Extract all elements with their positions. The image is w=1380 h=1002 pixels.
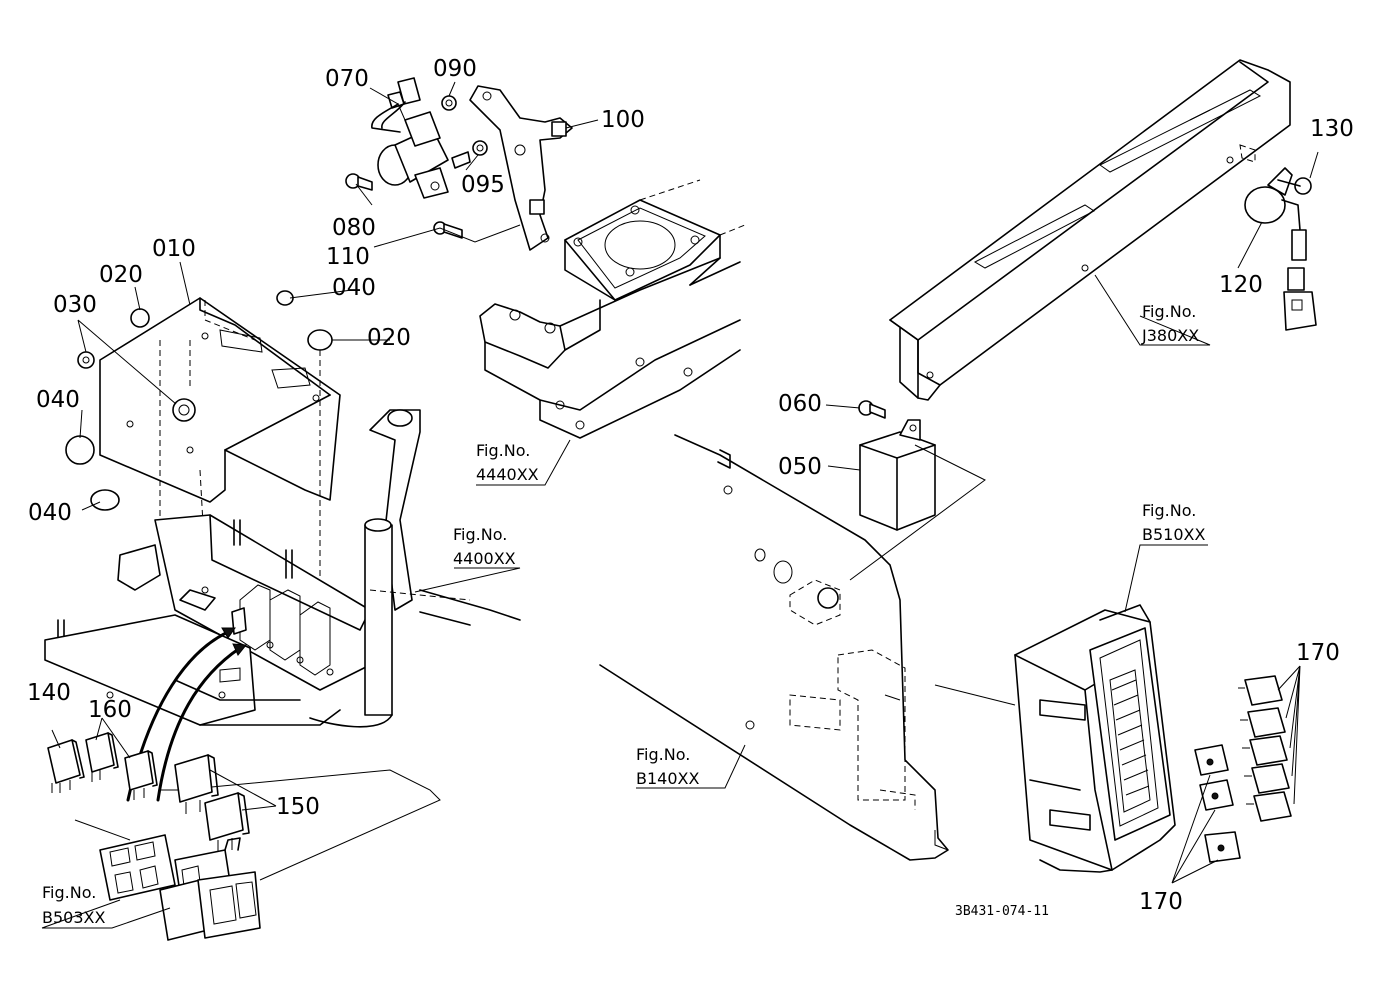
leader-lines <box>41 81 1319 929</box>
part-label: 160 <box>88 697 132 723</box>
frame-4440 <box>479 179 746 439</box>
part-label: 070 <box>325 66 369 92</box>
drawing-code: 3B431-074-11 <box>955 904 1049 919</box>
part-label: 050 <box>778 454 822 480</box>
part-label: 080 <box>332 215 376 241</box>
figure-ref-prefix: Fig.No. <box>1142 501 1196 520</box>
figure-ref-code: B510XX <box>1142 525 1205 544</box>
relays <box>47 732 250 852</box>
part-label: 140 <box>27 680 71 706</box>
figure-ref-prefix: Fig.No. <box>476 441 530 460</box>
channel-j380 <box>889 59 1317 401</box>
bracket-100 <box>433 85 573 251</box>
socket-blocks <box>99 834 261 941</box>
part-labels: 070 090 100 095 080 110 010 020 040 020 … <box>27 56 1354 915</box>
part-label: 060 <box>778 391 822 417</box>
figure-ref-code: B140XX <box>636 769 699 788</box>
part-label: 120 <box>1219 272 1263 298</box>
part-label: 040 <box>332 275 376 301</box>
figure-ref-code: B503XX <box>42 908 105 927</box>
line-art <box>41 59 1319 941</box>
part-label: 020 <box>367 325 411 351</box>
part-label: 170 <box>1139 889 1183 915</box>
part-label: 040 <box>36 387 80 413</box>
part-label: 130 <box>1310 116 1354 142</box>
figure-ref-code: J380XX <box>1141 326 1199 345</box>
side-plate-b140 <box>599 434 949 861</box>
part-label: 090 <box>433 56 477 82</box>
control-unit <box>934 604 1176 873</box>
figure-references: Fig.No. J380XX Fig.No. 4440XX Fig.No. 44… <box>42 302 1205 927</box>
part-label: 010 <box>152 236 196 262</box>
figure-ref-code: 4400XX <box>453 549 516 568</box>
part-label: 100 <box>601 107 645 133</box>
cover-010 <box>65 290 341 600</box>
figure-ref-prefix: Fig.No. <box>1142 302 1196 321</box>
figure-ref-prefix: Fig.No. <box>636 745 690 764</box>
base-frame <box>44 409 521 728</box>
part-label: 095 <box>461 172 505 198</box>
part-label: 150 <box>276 794 320 820</box>
solenoid-assembly <box>345 77 488 199</box>
part-label: 110 <box>326 244 370 270</box>
figure-ref-prefix: Fig.No. <box>42 883 96 902</box>
flasher-unit <box>849 400 986 581</box>
part-label: 040 <box>28 500 72 526</box>
figure-ref-code: 4440XX <box>476 465 539 484</box>
figure-ref-prefix: Fig.No. <box>453 525 507 544</box>
relays-170 <box>1194 675 1292 863</box>
part-label: 030 <box>53 292 97 318</box>
part-label: 020 <box>99 262 143 288</box>
part-label: 170 <box>1296 640 1340 666</box>
